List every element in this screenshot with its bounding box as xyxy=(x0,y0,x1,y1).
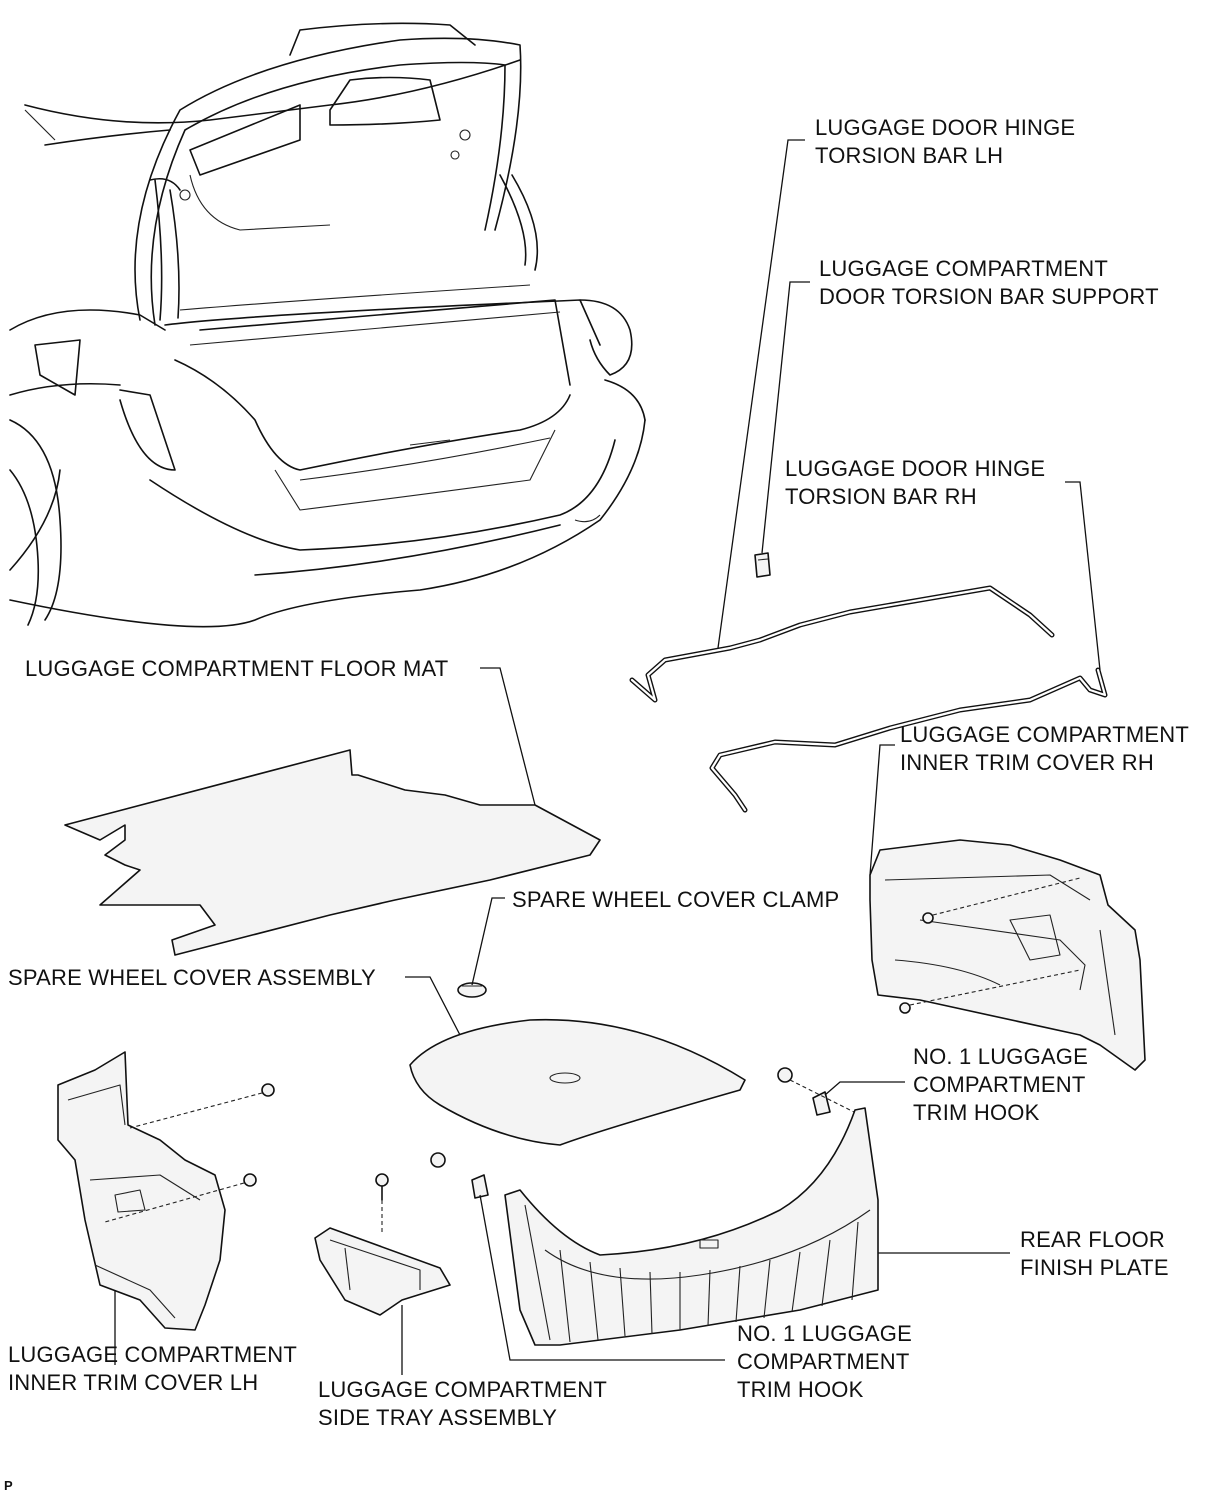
label-side-tray: LUGGAGE COMPARTMENT SIDE TRAY ASSEMBLY xyxy=(318,1377,608,1430)
floor-mat xyxy=(64,749,601,956)
label-floor-mat: LUGGAGE COMPARTMENT FLOOR MAT xyxy=(25,656,449,681)
label-inner-trim-lh: LUGGAGE COMPARTMENT INNER TRIM COVER LH xyxy=(8,1342,298,1395)
label-inner-trim-rh: LUGGAGE COMPARTMENT INNER TRIM COVER RH xyxy=(900,722,1190,775)
leader-lines xyxy=(114,139,1101,1375)
label-trim-hook-right: NO. 1 LUGGAGE COMPARTMENT TRIM HOOK xyxy=(913,1044,1088,1125)
rear-floor-finish-plate xyxy=(504,1107,879,1346)
spare-wheel-cover xyxy=(409,1018,746,1146)
side-tray xyxy=(314,1173,451,1316)
label-torsion-bar-support: LUGGAGE COMPARTMENT DOOR TORSION BAR SUP… xyxy=(819,256,1159,309)
label-rear-floor-plate: REAR FLOOR FINISH PLATE xyxy=(1020,1227,1169,1280)
inner-trim-rh-clips xyxy=(899,877,1081,1014)
label-trim-hook-bottom: NO. 1 LUGGAGE COMPARTMENT TRIM HOOK xyxy=(737,1321,912,1402)
trim-hook-bottom-parts xyxy=(430,1152,489,1199)
vehicle-rear-illustration xyxy=(9,22,646,628)
torsion-bar-support-clip xyxy=(754,552,771,578)
torsion-bar-rh xyxy=(709,667,1108,813)
inner-trim-cover-rh xyxy=(869,839,1146,1071)
label-torsion-bar-rh: LUGGAGE DOOR HINGE TORSION BAR RH xyxy=(785,456,1046,509)
label-spare-wheel-clamp: SPARE WHEEL COVER CLAMP xyxy=(512,887,840,912)
label-torsion-bar-lh: LUGGAGE DOOR HINGE TORSION BAR LH xyxy=(815,115,1076,168)
torsion-bar-lh xyxy=(629,585,1055,703)
inner-trim-cover-lh xyxy=(57,1051,275,1331)
corner-code: P xyxy=(4,1478,13,1493)
trim-hook-right-parts xyxy=(777,1067,861,1116)
label-spare-wheel-cover: SPARE WHEEL COVER ASSEMBLY xyxy=(8,965,376,990)
spare-wheel-cover-clamp xyxy=(457,982,487,998)
